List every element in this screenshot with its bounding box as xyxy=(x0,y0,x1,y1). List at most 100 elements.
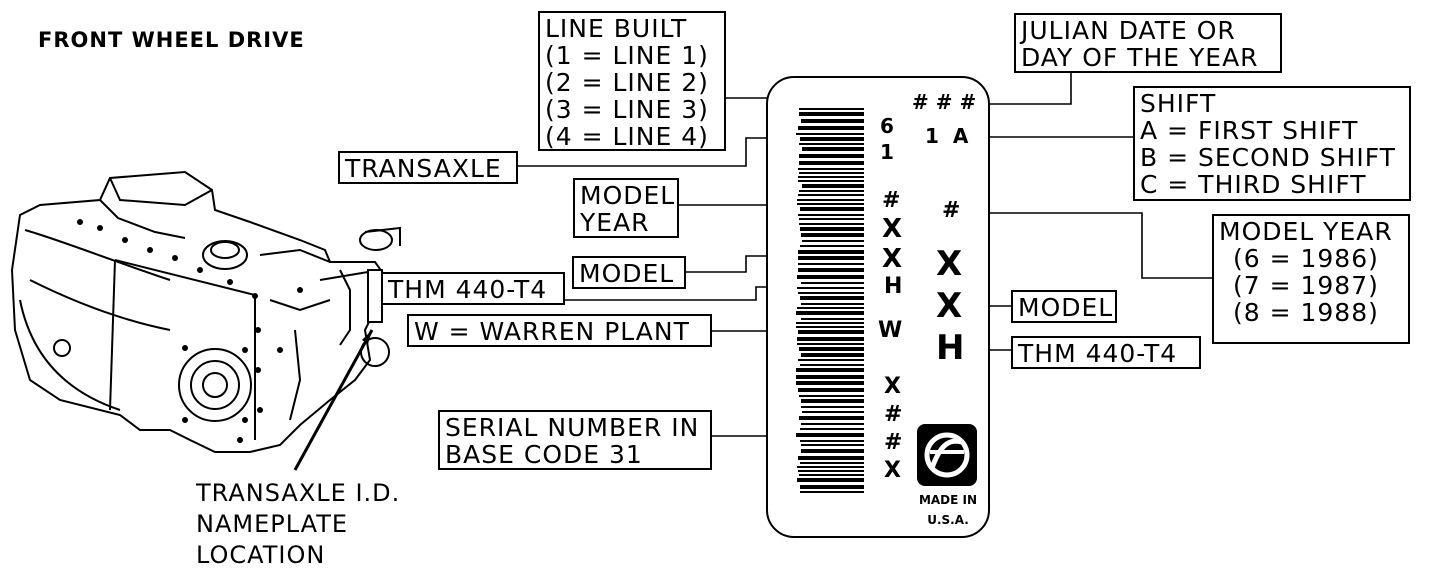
barcode-bar xyxy=(796,381,864,385)
leader-julian xyxy=(985,72,1072,105)
barcode-bar xyxy=(800,207,864,211)
thm-right-box: THM 440-T4 xyxy=(1011,336,1201,369)
barcode-bar xyxy=(799,108,864,110)
barcode-bar xyxy=(798,176,864,178)
barcode-bar xyxy=(798,359,864,361)
warren-plant-box: W = WARREN PLANT xyxy=(407,314,712,347)
barcode-bar xyxy=(799,416,864,420)
barcode-bar xyxy=(798,330,864,334)
plate-julian-code: # # # xyxy=(912,90,977,114)
barcode-bar xyxy=(797,337,864,341)
barcode-bar xyxy=(802,147,864,151)
serial-number-box: SERIAL NUMBER IN BASE CODE 31 xyxy=(438,410,712,470)
barcode-bar xyxy=(797,275,864,279)
barcode-bar xyxy=(799,395,864,397)
plate-model-left-2: X xyxy=(882,244,903,274)
barcode-bar xyxy=(796,368,864,372)
barcode-bar xyxy=(801,449,864,453)
barcode-bar xyxy=(798,250,864,254)
barcode-bar xyxy=(799,218,864,220)
barcode-bar xyxy=(796,433,864,437)
barcode-bar xyxy=(801,406,864,408)
barcode-bar xyxy=(800,462,864,464)
barcode-bar xyxy=(801,303,864,305)
barcode-bar xyxy=(799,347,864,351)
barcode-bar xyxy=(799,172,864,174)
barcode-bar xyxy=(799,190,864,192)
barcode-bar xyxy=(798,180,864,182)
barcode-bar xyxy=(799,154,864,158)
barcode-bar xyxy=(797,307,864,309)
nameplate-location-caption: TRANSAXLE I.D. NAMEPLATE LOCATION xyxy=(196,479,401,569)
plate-model-big-2: X xyxy=(936,286,963,326)
barcode-bar xyxy=(799,161,864,165)
nameplate-leader-arrow xyxy=(293,329,374,471)
barcode-bar xyxy=(801,282,864,284)
barcode-bar xyxy=(800,245,864,247)
barcode-bar xyxy=(796,322,864,324)
barcode-bar xyxy=(798,388,864,392)
barcode-bar xyxy=(799,223,864,225)
barcode-bar xyxy=(798,126,864,130)
barcode-bar xyxy=(797,478,864,482)
barcode-bar xyxy=(798,456,864,460)
barcode-bar xyxy=(801,353,864,357)
plate-line-shift-code: 1 A xyxy=(925,124,969,148)
barcode-bar xyxy=(798,256,864,260)
model-right-box: MODEL xyxy=(1011,290,1117,323)
barcode-bar xyxy=(800,440,864,442)
plate-line-digit-1: 6 xyxy=(880,114,894,138)
barcode-bar xyxy=(797,199,864,201)
thm-left-box: THM 440-T4 xyxy=(381,272,565,305)
barcode-bar xyxy=(801,233,864,237)
page-title: FRONT WHEEL DRIVE xyxy=(38,28,305,52)
shift-box: SHIFT A = FIRST SHIFT B = SECOND SHIFT C… xyxy=(1133,86,1411,201)
julian-date-box: JULIAN DATE OR DAY OF THE YEAR xyxy=(1014,13,1282,73)
barcode-bar xyxy=(801,119,864,123)
barcode-bar xyxy=(796,133,864,135)
made-in-label: MADE IN U.S.A. xyxy=(918,493,978,527)
barcode-bar xyxy=(798,214,864,216)
barcode-bar xyxy=(797,343,864,345)
barcode-bar xyxy=(800,227,864,231)
plate-model-left-1: X xyxy=(882,214,903,244)
barcode-bar xyxy=(798,268,864,272)
plate-serial-char-4: X xyxy=(884,458,901,483)
barcode-bar xyxy=(797,287,864,289)
barcode-bar xyxy=(800,296,864,300)
barcode-bar xyxy=(796,326,864,328)
model-year-right-box: MODEL YEAR (6 = 1986) (7 = 1987) (8 = 19… xyxy=(1212,214,1410,344)
plate-model-left-3: H xyxy=(884,274,903,299)
barcode-bar xyxy=(798,292,864,294)
barcode-bar xyxy=(801,444,864,446)
barcode-bar xyxy=(802,184,864,188)
barcode-bar xyxy=(798,263,864,265)
leader-model-year-right xyxy=(990,212,1212,279)
barcode-bar xyxy=(801,318,864,320)
plate-model-big-1: X xyxy=(936,244,963,284)
barcode-bar xyxy=(800,491,864,493)
barcode-bar xyxy=(801,423,864,425)
barcode-bar xyxy=(798,168,864,170)
plate-line-digit-2: 1 xyxy=(880,140,894,164)
plate-serial-char-3: # xyxy=(884,430,903,455)
plate-year-hash-left: # xyxy=(882,188,901,213)
barcode-bar xyxy=(796,375,864,379)
model-year-left-box: MODEL YEAR xyxy=(573,178,679,238)
barcode-bar xyxy=(799,112,864,116)
barcode-bar xyxy=(799,143,864,145)
barcode-bar xyxy=(800,137,864,141)
barcode-bar xyxy=(802,240,864,242)
barcode-bar xyxy=(800,485,864,489)
barcode-bar xyxy=(801,399,864,403)
transaxle-box: TRANSAXLE xyxy=(338,151,518,184)
plate-model-big-3: H xyxy=(936,328,965,368)
line-built-box: LINE BUILT (1 = LINE 1) (2 = LINE 2) (3 … xyxy=(538,11,726,151)
plate-serial-char-1: X xyxy=(884,374,901,399)
barcode-bar xyxy=(800,428,864,430)
model-left-box: MODEL xyxy=(572,256,686,289)
